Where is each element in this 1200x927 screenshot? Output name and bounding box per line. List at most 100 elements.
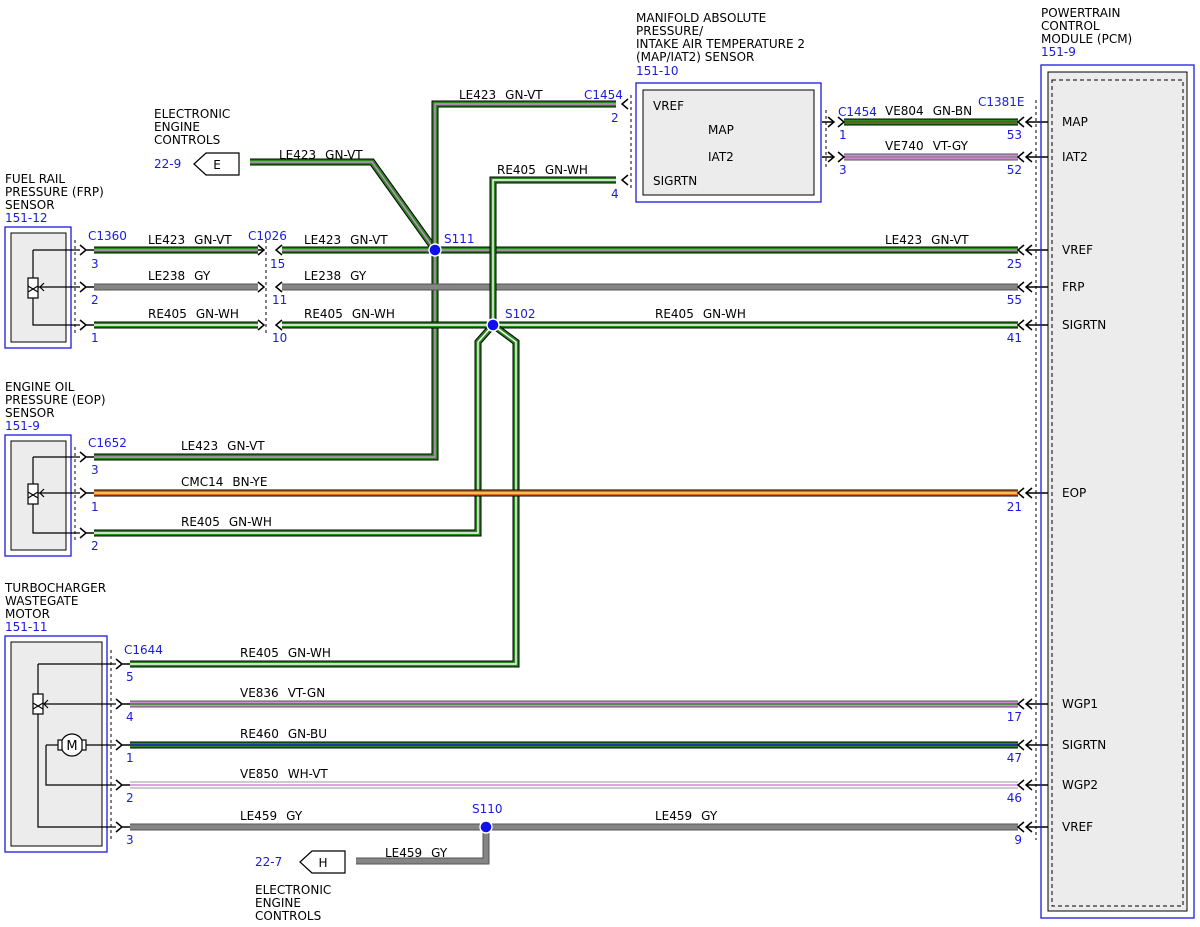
pin-number: 1 — [91, 331, 99, 345]
splice-s102[interactable]: S102 — [505, 307, 536, 321]
frp-ref[interactable]: 151-12 — [5, 211, 48, 225]
map-name-line3: INTAKE AIR TEMPERATURE 2 — [636, 37, 805, 51]
wire-le423-eec — [250, 158, 438, 253]
frp-name-line1: FUEL RAIL — [5, 172, 65, 186]
wire-le423-eop — [94, 250, 439, 461]
pin-number: 4 — [126, 710, 134, 724]
pin-number: 3 — [126, 833, 134, 847]
pin-number: 3 — [91, 463, 99, 477]
eec-h-ref[interactable]: 22-7 — [255, 855, 282, 869]
pin-number: 41 — [1007, 331, 1022, 345]
connector-c1644[interactable]: C1644 — [124, 643, 163, 657]
map-ref[interactable]: 151-10 — [636, 64, 679, 78]
pin-number: 11 — [272, 293, 287, 307]
splices: S111 S102 S110 — [428, 232, 536, 834]
splice-s102-dot[interactable] — [486, 318, 500, 332]
splice-s111[interactable]: S111 — [444, 232, 475, 246]
connector-c1381e[interactable]: C1381E — [978, 95, 1025, 109]
pin-number: 1 — [126, 751, 134, 765]
pcm-pin-wgp2: WGP2 — [1062, 778, 1098, 792]
pcm-ref[interactable]: 151-9 — [1041, 45, 1076, 59]
pin-number: 3 — [839, 163, 847, 177]
connector-c1454-left[interactable]: C1454 — [584, 88, 623, 102]
map-name-line2: PRESSURE/ — [636, 24, 704, 38]
eec-e-reference: E 22-9 ELECTRONIC ENGINE CONTROLS — [154, 107, 240, 176]
connector-c1026[interactable]: C1026 — [248, 229, 287, 243]
wire-re405-wgm — [130, 322, 520, 668]
map-name-line4: (MAP/IAT2) SENSOR — [636, 50, 754, 64]
pcm-name-line3: MODULE (PCM) — [1041, 32, 1132, 46]
splice-s110[interactable]: S110 — [472, 802, 503, 816]
pin-number: 3 — [91, 257, 99, 271]
wgm-name-line3: MOTOR — [5, 607, 50, 621]
pin-number: 1 — [839, 128, 847, 142]
frp-name-line3: SENSOR — [5, 198, 55, 212]
wire-re405-eop — [94, 322, 496, 537]
wastegate-motor: M TURBOCHARGER WASTEGATE MOTOR 151-11 C1… — [4, 581, 163, 853]
pin-number: 15 — [270, 257, 285, 271]
pcm-pin-iat2: IAT2 — [1062, 150, 1088, 164]
wire-le423-map — [431, 100, 616, 250]
map-pin-vref: VREF — [653, 99, 684, 113]
pcm-pin-sigrtn2: SIGRTN — [1062, 738, 1106, 752]
pin-number: 55 — [1007, 293, 1022, 307]
eec-e-name-line2: ENGINE — [154, 120, 200, 134]
pin-number: 53 — [1007, 128, 1022, 142]
splice-s110-dot[interactable] — [479, 820, 493, 834]
pin-number: 52 — [1007, 163, 1022, 177]
pin-number: 9 — [1014, 833, 1022, 847]
pcm-pin-eop: EOP — [1062, 486, 1086, 500]
map-pin-sigrtn: SIGRTN — [653, 174, 697, 188]
pcm-pin-vref: VREF — [1062, 243, 1093, 257]
eec-e-name-line1: ELECTRONIC — [154, 107, 230, 121]
pcm-pin-frp: FRP — [1062, 280, 1084, 294]
eec-h-name-line2: ENGINE — [255, 896, 301, 910]
map-pin-iat2: IAT2 — [708, 150, 734, 164]
pin-number: 17 — [1007, 710, 1022, 724]
pin-number: 4 — [611, 187, 619, 201]
pcm-module: POWERTRAIN CONTROL MODULE (PCM) 151-9 MA… — [1007, 6, 1195, 919]
pin-number: 21 — [1007, 500, 1022, 514]
eec-e-letter: E — [213, 158, 221, 172]
eop-ref[interactable]: 151-9 — [5, 419, 40, 433]
pcm-name-line2: CONTROL — [1041, 19, 1100, 33]
pcm-pin-vref2: VREF — [1062, 820, 1093, 834]
pcm-pin-map: MAP — [1062, 115, 1088, 129]
connector-c1360[interactable]: C1360 — [88, 229, 127, 243]
connector-c1026-group: C1026 15 11 10 — [248, 229, 287, 345]
map-pin-map: MAP — [708, 123, 734, 137]
motor-symbol: M — [66, 739, 77, 754]
connector-c1454-right[interactable]: C1454 — [838, 105, 877, 119]
connector-c1652[interactable]: C1652 — [88, 436, 127, 450]
wgm-ref[interactable]: 151-11 — [5, 620, 48, 634]
pcm-name-line1: POWERTRAIN — [1041, 6, 1121, 20]
pcm-pin-wgp1: WGP1 — [1062, 697, 1098, 711]
map-iat2-sensor: VREF MAP IAT2 SIGRTN MANIFOLD ABSOLUTE P… — [584, 11, 1025, 203]
pin-number: 2 — [126, 791, 134, 805]
splice-s111-dot[interactable] — [428, 243, 442, 257]
pin-number: 25 — [1007, 257, 1022, 271]
eec-h-reference: H 22-7 ELECTRONIC ENGINE CONTROLS — [255, 850, 346, 923]
pin-number: 1 — [91, 500, 99, 514]
eec-e-ref[interactable]: 22-9 — [154, 157, 181, 171]
eec-h-name-line3: CONTROLS — [255, 909, 321, 923]
map-name-line1: MANIFOLD ABSOLUTE — [636, 11, 766, 25]
pin-number: 47 — [1007, 751, 1022, 765]
wgm-name-line2: WASTEGATE — [5, 594, 78, 608]
